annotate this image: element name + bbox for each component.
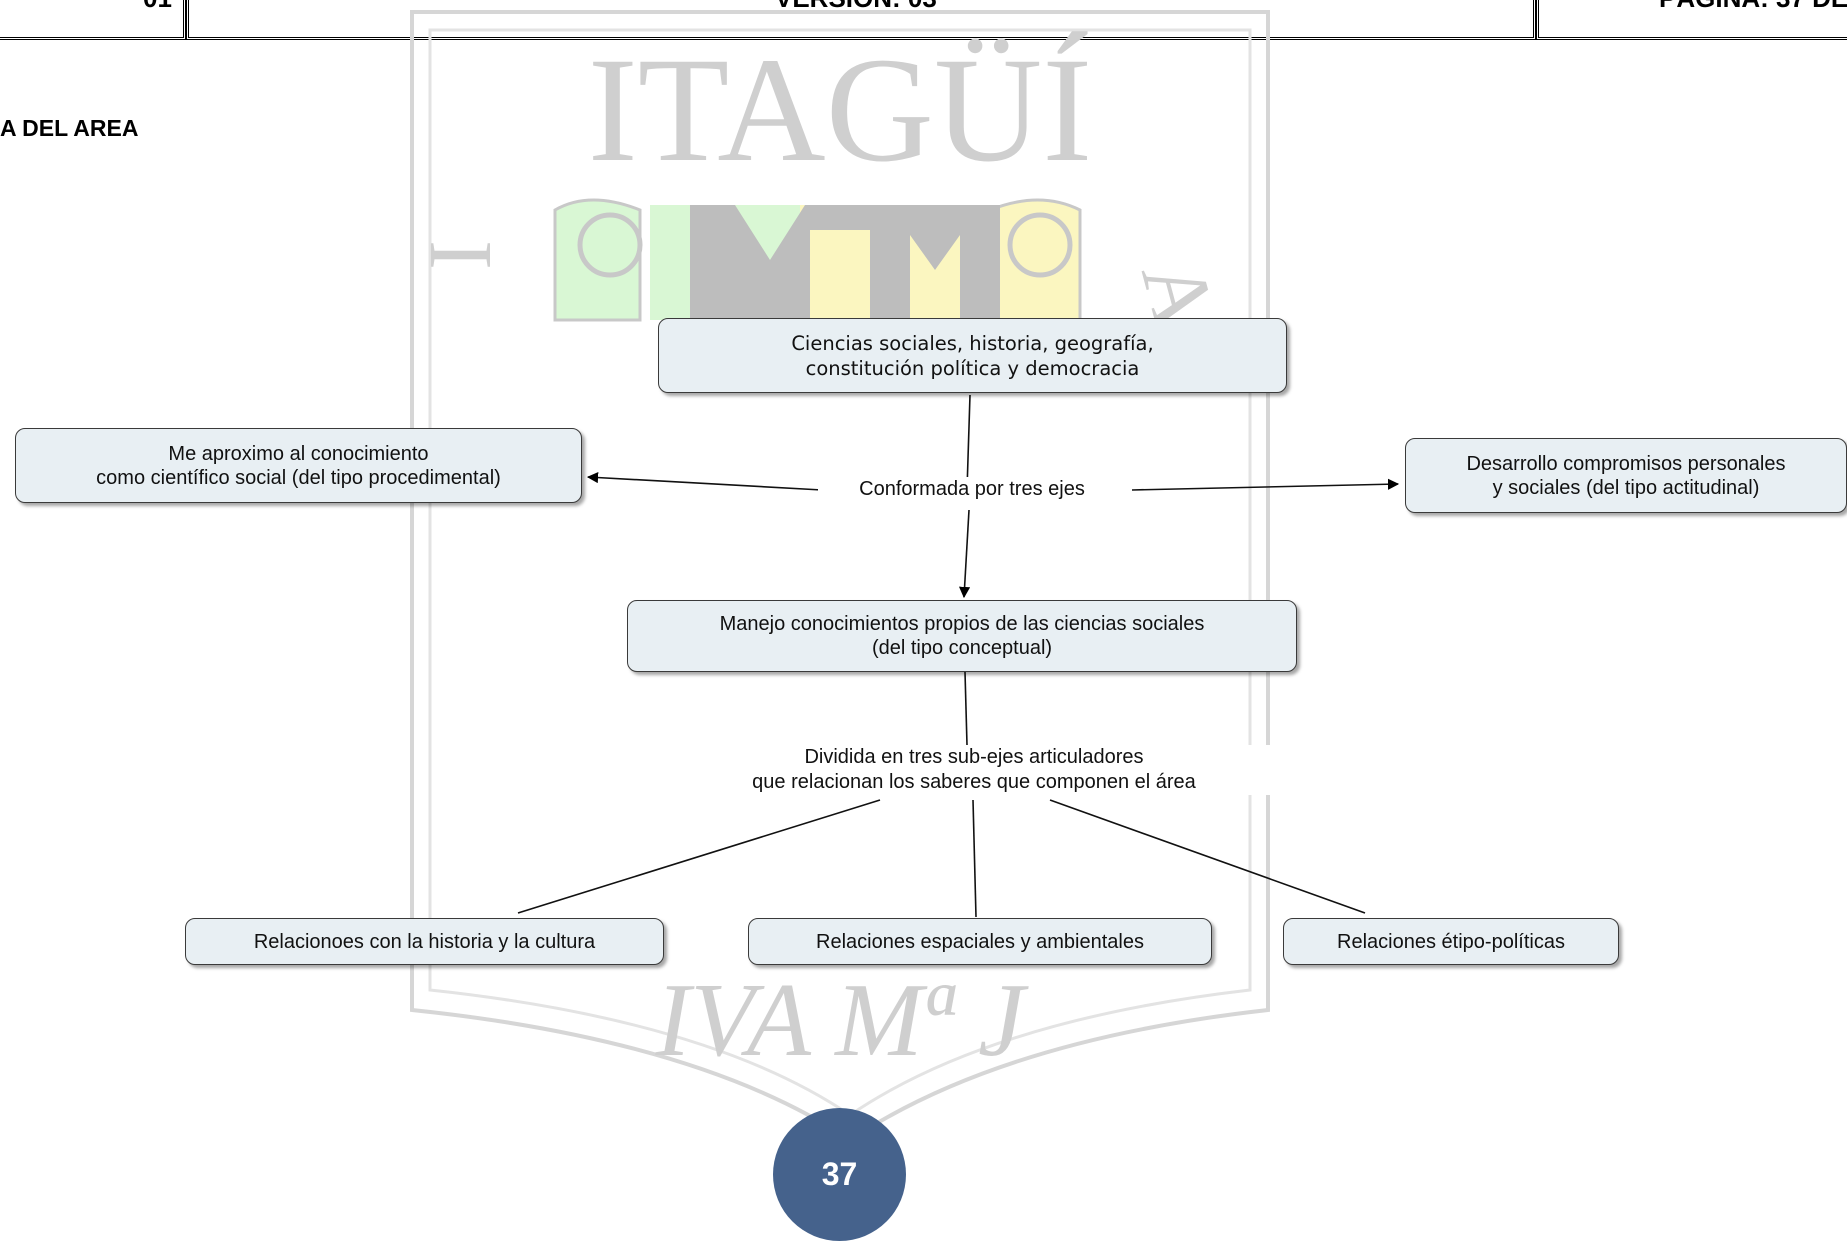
edge-root-to-link	[966, 394, 971, 491]
header-cell-left: 01	[0, 0, 186, 40]
header-version: VERSIÓN: 03	[775, 0, 937, 14]
edge-link2-to-sub2	[972, 799, 977, 918]
section-title: A DEL AREA	[0, 115, 139, 141]
node-right-axis: Desarrollo compromisos personales y soci…	[1405, 438, 1847, 513]
header-page: PÁGINA: 37 DE	[1659, 0, 1847, 14]
node-sub-spatial: Relaciones espaciales y ambientales	[748, 918, 1212, 965]
link-label-three-axes: Conformada por tres ejes	[818, 477, 1126, 502]
link-label-sub-axes: Dividida en tres sub-ejes articuladores …	[670, 745, 1278, 795]
edge-link-to-center-axis	[958, 509, 971, 599]
edge-link2-to-sub3	[1049, 799, 1366, 914]
edge-link-to-left-axis	[586, 471, 823, 491]
header-cell-right: PÁGINA: 37 DE	[1536, 0, 1847, 40]
node-left-axis: Me aproximo al conocimiento como científ…	[15, 428, 582, 503]
node-sub-political: Relaciones étipo-políticas	[1283, 918, 1619, 965]
page-number-badge: 37	[773, 1108, 906, 1241]
edge-link-to-right-axis	[1131, 478, 1400, 491]
header-code: 01	[143, 0, 172, 14]
node-root: Ciencias sociales, historia, geografía, …	[658, 318, 1287, 393]
edge-link2-to-sub1	[517, 799, 881, 914]
node-sub-history: Relacionoes con la historia y la cultura	[185, 918, 664, 965]
node-center-axis: Manejo conocimientos propios de las cien…	[627, 600, 1297, 672]
edge-center-to-link2	[964, 671, 968, 746]
